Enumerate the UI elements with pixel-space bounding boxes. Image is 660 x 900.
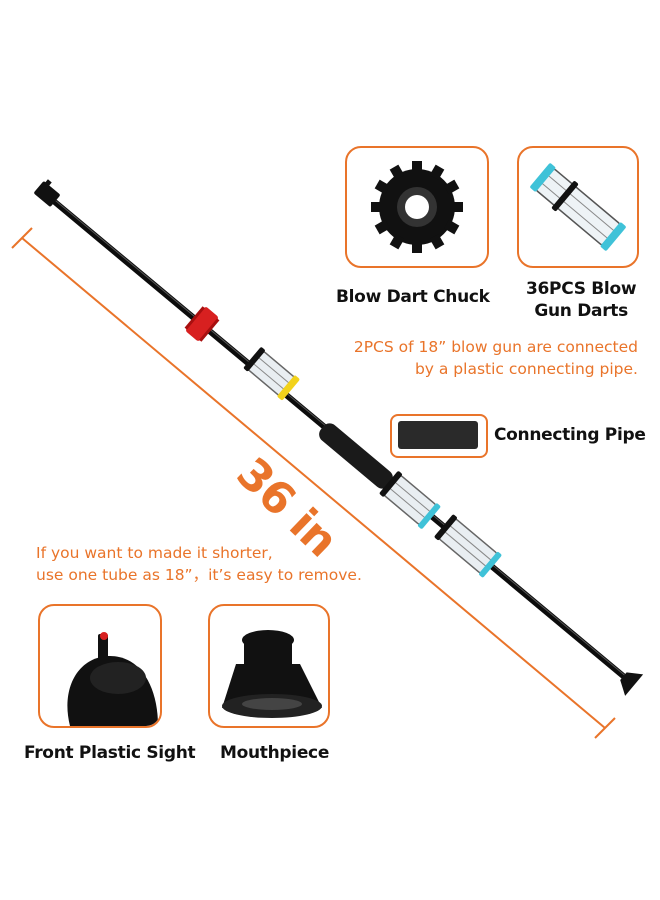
mouthpiece-icon — [222, 630, 322, 718]
red-dart-chuck — [184, 306, 220, 342]
dart-holder-upper — [243, 347, 300, 400]
blow-gun-darts-label-line1: 36PCS Blow — [526, 279, 637, 299]
dart-holder-lower-1 — [379, 471, 441, 529]
front-sight-end — [34, 179, 60, 207]
shorten-note-line2: use one tube as 18”，it’s easy to remove. — [36, 566, 362, 584]
blow-gun-darts-label-line2: Gun Darts — [534, 301, 628, 321]
blow-gun-darts-label: 36PCS Blow Gun Darts — [526, 278, 637, 322]
gear-icon — [371, 161, 463, 253]
blow-dart-chuck-label: Blow Dart Chuck — [336, 287, 490, 307]
mouthpiece-end — [620, 672, 644, 696]
blow-dart-chuck-frame — [345, 146, 489, 268]
connecting-pipe-label: Connecting Pipe — [494, 425, 646, 445]
shorten-note: If you want to made it shorter, use one … — [36, 542, 362, 586]
dart-holder-lower-2 — [434, 514, 502, 578]
connection-note-line2: by a plastic connecting pipe. — [414, 360, 638, 378]
front-sight-frame — [38, 604, 162, 728]
foam-grip — [319, 423, 393, 489]
mouthpiece-frame — [208, 604, 330, 728]
front-sight-icon — [67, 632, 158, 726]
length-dimension-line — [11, 227, 616, 739]
shorten-note-line1: If you want to made it shorter, — [36, 544, 273, 562]
connecting-pipe-image — [398, 421, 478, 449]
connection-note-line1: 2PCS of 18” blow gun are connected — [353, 338, 638, 356]
mouthpiece-label: Mouthpiece — [220, 743, 330, 763]
front-sight-label: Front Plastic Sight — [24, 743, 196, 763]
blow-gun-darts-frame — [517, 146, 639, 268]
connecting-pipe-frame — [390, 414, 488, 458]
connection-note: 2PCS of 18” blow gun are connected by a … — [354, 336, 638, 380]
darts-icon — [530, 163, 626, 251]
